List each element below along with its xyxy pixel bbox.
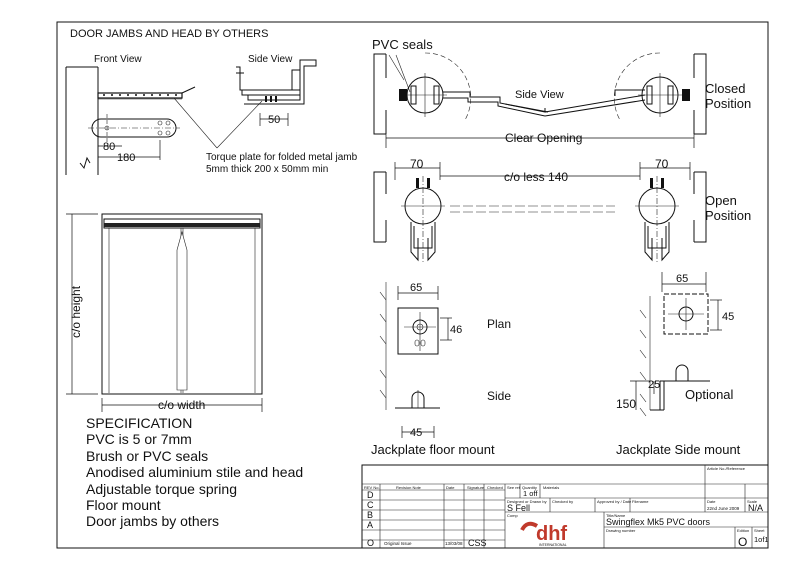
tb-quantity-value: 1 off [523,489,538,498]
side-view-label: Side View [248,54,293,65]
jackplate-floor-mount: 65 46 Plan Side 45 Jackplate floor mount [371,282,511,457]
closed-position-line2: Position [705,96,751,111]
spec-item: Door jambs by others [86,513,219,529]
side-dim-150: 150 [616,397,636,411]
closed-position-line1: Closed [705,81,745,96]
tb-revision-note-header: Revision Note [396,485,422,490]
door-elevation: c/o height c/o width [66,213,263,412]
tb-title-value: Swingflex Mk5 PVC doors [606,517,711,527]
tb-rev-sig: CSS [468,538,487,548]
tb-materials-header: Materials [543,485,559,490]
optional-label: Optional [685,387,734,402]
specification-block: SPECIFICATION PVC is 5 or 7mm Brush or P… [86,415,303,529]
front-dim-80: 80 [103,141,115,153]
tb-signature-header: Signature [467,485,485,490]
tb-sheet-header: Sheet [754,528,765,533]
dhf-logo-subtext: INTERNATIONAL [539,543,567,547]
front-dim-180: 180 [117,152,135,164]
tb-rev-letter: D [367,490,374,500]
side-mount-caption: Jackplate Side mount [616,442,741,457]
tb-rev-letter: C [367,500,374,510]
tb-rev-letter: O [367,538,374,548]
drawing-heading: DOOR JAMBS AND HEAD BY OTHERS [70,28,268,40]
side-dim-65: 65 [676,273,688,285]
closed-position-diagram: PVC seals Side View Closed [372,37,751,148]
tb-date2-header: Date [707,499,716,504]
torque-note-line1: Torque plate for folded metal jamb [206,152,358,163]
tb-date-header: Date [446,485,455,490]
floor-side-label: Side [487,389,511,403]
front-view: Front View 80 180 [65,54,196,175]
spec-item: Adjustable torque spring [86,481,237,497]
floor-mount-caption: Jackplate floor mount [371,442,495,457]
co-height-label: c/o height [69,285,83,338]
spec-item: Anodised aluminium stile and head [86,464,303,480]
tb-checked-header: Checked [487,485,503,490]
side-view-ref: Side View [515,89,564,101]
side-dim-50: 50 [268,114,280,126]
tb-title-header: Title/Name [606,513,626,518]
co-width-label: c/o width [158,398,205,412]
tb-filename-header: Filename [632,499,649,504]
tb-date-value: 22nd June 2009 [707,506,740,511]
spec-item: Brush or PVC seals [86,448,208,464]
tb-scale-header: Scale [747,499,758,504]
open-dim-70-left: 70 [410,157,424,171]
dhf-logo-text: dhf [536,523,567,545]
tb-designed-header: Designed or Drawn by [507,499,547,504]
tb-rev-date: 13/03/08 [445,541,463,546]
clear-opening-label: Clear Opening [505,131,582,145]
tb-edition-header: Edition [737,528,749,533]
spec-item: PVC is 5 or 7mm [86,431,192,447]
title-block: Article No./Reference REV No. Revision N… [361,464,769,549]
front-view-label: Front View [94,54,142,65]
floor-dim-65: 65 [410,282,422,294]
tb-comp-header: Comp [507,513,518,518]
dhf-logo: dhf INTERNATIONAL [520,521,567,547]
floor-dim-45: 45 [410,427,422,439]
floor-dim-46: 46 [450,324,462,336]
tb-drawing-number-header: Drawing number [606,528,636,533]
open-position-diagram: 70 c/o less 140 70 Open Position [373,157,751,262]
jackplate-side-mount: 65 45 25 150 Optional Jackplate Side mou… [616,272,741,457]
tb-article-ref-header: Article No./Reference [707,466,746,471]
tb-designer-value: S Fell [507,503,530,513]
tb-scale-value: N/A [748,503,763,513]
side-dim-25: 25 [648,379,660,391]
pvc-seals-label: PVC seals [372,37,433,52]
torque-note-line2: 5mm thick 200 x 50mm min [206,164,328,175]
tb-quantity-header: Quantity [522,485,537,490]
open-dim-70-right: 70 [655,157,669,171]
open-position-line2: Position [705,208,751,223]
tb-sheet-value: 1of1 [754,535,769,544]
tb-rev-note: Original Issue [384,541,412,546]
tb-rev-letter: B [367,510,373,520]
tb-checked-by-header: Checked by [552,499,573,504]
tb-rev-letter: A [367,520,373,530]
spec-title: SPECIFICATION [86,415,192,431]
tb-see-ref-header: See ref [507,485,521,490]
spec-item: Floor mount [86,497,161,513]
open-position-line1: Open [705,193,737,208]
side-view: Side View 50 [173,54,317,149]
tb-approved-header: Approved by / Date [597,499,632,504]
tb-rev-no-header: REV No. [364,485,380,490]
open-co-less-140: c/o less 140 [504,170,568,184]
tb-edition-value: O [738,535,747,549]
floor-plan-label: Plan [487,317,511,331]
side-dim-45: 45 [722,311,734,323]
